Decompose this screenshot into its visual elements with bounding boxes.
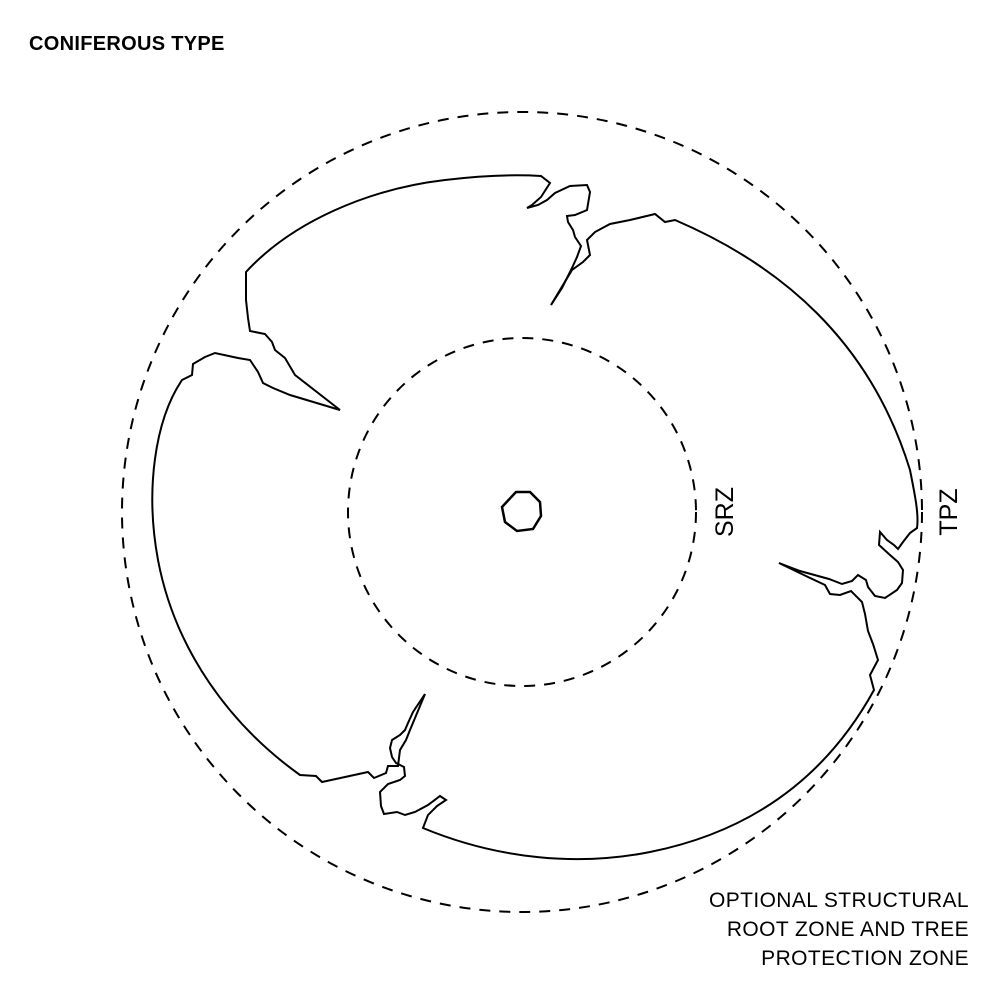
tree-trunk [500,490,543,533]
caption-line: OPTIONAL STRUCTURAL [708,889,969,912]
caption-line: ROOT ZONE AND TREE [726,918,969,941]
srz-label: SRZ [711,487,739,537]
canopy-lobe-upper-right [550,212,919,600]
canopy-lobe-lower-right [378,562,880,861]
diagram-title: CONIFEROUS TYPE [29,33,225,55]
caption-line: PROTECTION ZONE [761,947,969,970]
caption: OPTIONAL STRUCTURAL ROOT ZONE AND TREE P… [709,886,969,973]
canopy-lobe-lower-left [151,351,426,784]
canopy-lobe-upper-left [245,174,592,411]
srz-boundary [347,337,697,687]
tpz-boundary [121,111,923,913]
tpz-label: TPZ [935,488,963,535]
